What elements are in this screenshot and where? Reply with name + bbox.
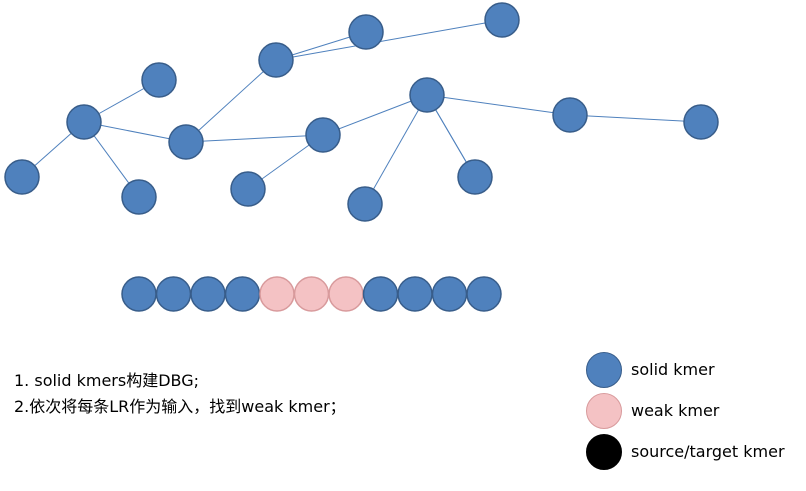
graph-nodes: [4, 2, 719, 222]
graph-node-solid: [66, 104, 102, 140]
graph-edge: [364, 94, 428, 205]
graph-node-solid: [141, 62, 177, 98]
notes-block: 1. solid kmers构建DBG; 2.依次将每条LR作为输入，找到wea…: [14, 368, 346, 420]
graph-node-solid: [409, 77, 445, 113]
graph-node-solid: [258, 42, 294, 78]
legend-label-solid: solid kmer: [631, 360, 715, 379]
graph-node-solid: [230, 171, 266, 207]
read-kmer-solid: [224, 276, 261, 312]
read-kmer-solid: [397, 276, 433, 312]
note-step-1: 1. solid kmers构建DBG;: [14, 371, 200, 390]
note-step-2: 2.依次将每条LR作为输入，找到weak kmer；: [14, 397, 346, 416]
legend-label-weak: weak kmer: [631, 401, 720, 420]
read-kmer-weak: [293, 276, 330, 312]
graph-edge: [185, 134, 324, 143]
graph-edge: [322, 94, 428, 136]
read-kmer-weak: [328, 276, 364, 312]
graph-node-solid: [457, 159, 493, 195]
legend-item-weak: weak kmer: [586, 393, 806, 433]
read-kmer-solid: [431, 276, 468, 312]
read-kmer-solid: [190, 276, 226, 312]
graph-node-solid: [683, 104, 719, 140]
read-kmer-solid: [155, 276, 192, 312]
read-kmer-solid: [362, 276, 399, 312]
solid-kmer-swatch: [586, 352, 622, 388]
legend-label-source-target: source/target kmer: [631, 442, 785, 461]
graph-node-solid: [348, 14, 384, 50]
source-target-kmer-swatch: [586, 434, 622, 470]
read-kmer-solid: [466, 276, 502, 312]
graph-node-solid: [168, 124, 204, 160]
graph-node-solid: [484, 2, 520, 38]
graph-edge: [185, 59, 277, 143]
graph-node-solid: [305, 117, 341, 153]
weak-kmer-swatch: [586, 393, 622, 429]
graph-edge: [569, 114, 702, 123]
long-read-kmer-sequence: [121, 276, 502, 312]
graph-edge: [426, 94, 571, 116]
legend-item-source-target: source/target kmer: [586, 434, 806, 474]
read-kmer-solid: [121, 276, 157, 312]
graph-edge: [275, 19, 503, 61]
read-kmer-weak: [259, 276, 295, 312]
graph-node-solid: [121, 179, 157, 215]
graph-node-solid: [347, 186, 383, 222]
graph-node-solid: [552, 97, 588, 133]
graph-node-solid: [4, 159, 40, 195]
legend-item-solid: solid kmer: [586, 352, 806, 392]
